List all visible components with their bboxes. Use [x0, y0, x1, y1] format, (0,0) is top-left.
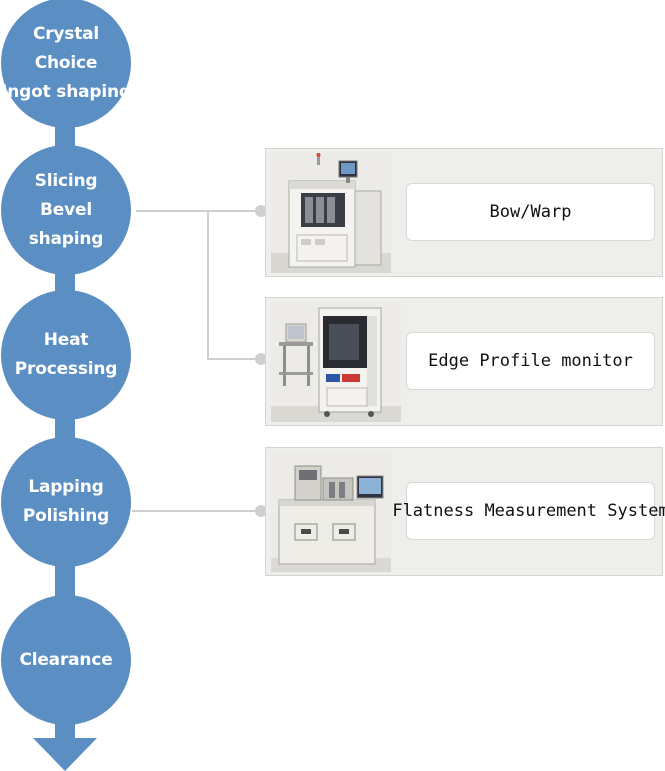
flatness-measurement-machine-icon — [271, 452, 391, 572]
link-line — [207, 210, 209, 360]
link-dot — [255, 205, 267, 217]
flow-arrow-down-icon — [33, 738, 97, 771]
equipment-label-edge-profile: Edge Profile monitor — [406, 332, 655, 390]
step-label: Heat Processing — [14, 330, 118, 379]
link-dot — [255, 353, 267, 365]
equipment-card-edge-profile: Edge Profile monitor — [265, 297, 663, 426]
link-line — [207, 358, 259, 360]
equipment-label-flatness: Flatness Measurement System — [392, 482, 665, 540]
step-heat-processing: Heat Processing — [1, 290, 131, 420]
link-dot — [255, 505, 267, 517]
step-label: Clearance — [19, 649, 113, 670]
edge-profile-machine-icon — [271, 302, 401, 422]
step-crystal-choice: Crystal Choice Ingot shaping — [1, 0, 131, 128]
step-label: Crystal Choice Ingot shaping — [1, 23, 131, 102]
equipment-card-flatness: Flatness Measurement System — [265, 447, 665, 576]
step-lapping-polishing: Lapping Polishing — [1, 437, 131, 567]
step-label: Slicing Bevel shaping — [28, 170, 104, 249]
link-line — [132, 510, 260, 512]
link-line — [136, 210, 260, 212]
equipment-label-bow-warp: Bow/Warp — [406, 183, 655, 241]
step-clearance: Clearance — [1, 595, 131, 725]
equipment-card-bow-warp: Bow/Warp — [265, 148, 663, 277]
wafer-inspection-machine-icon — [271, 153, 391, 273]
step-label: Lapping Polishing — [22, 477, 110, 526]
step-slicing-bevel: Slicing Bevel shaping — [1, 145, 131, 275]
